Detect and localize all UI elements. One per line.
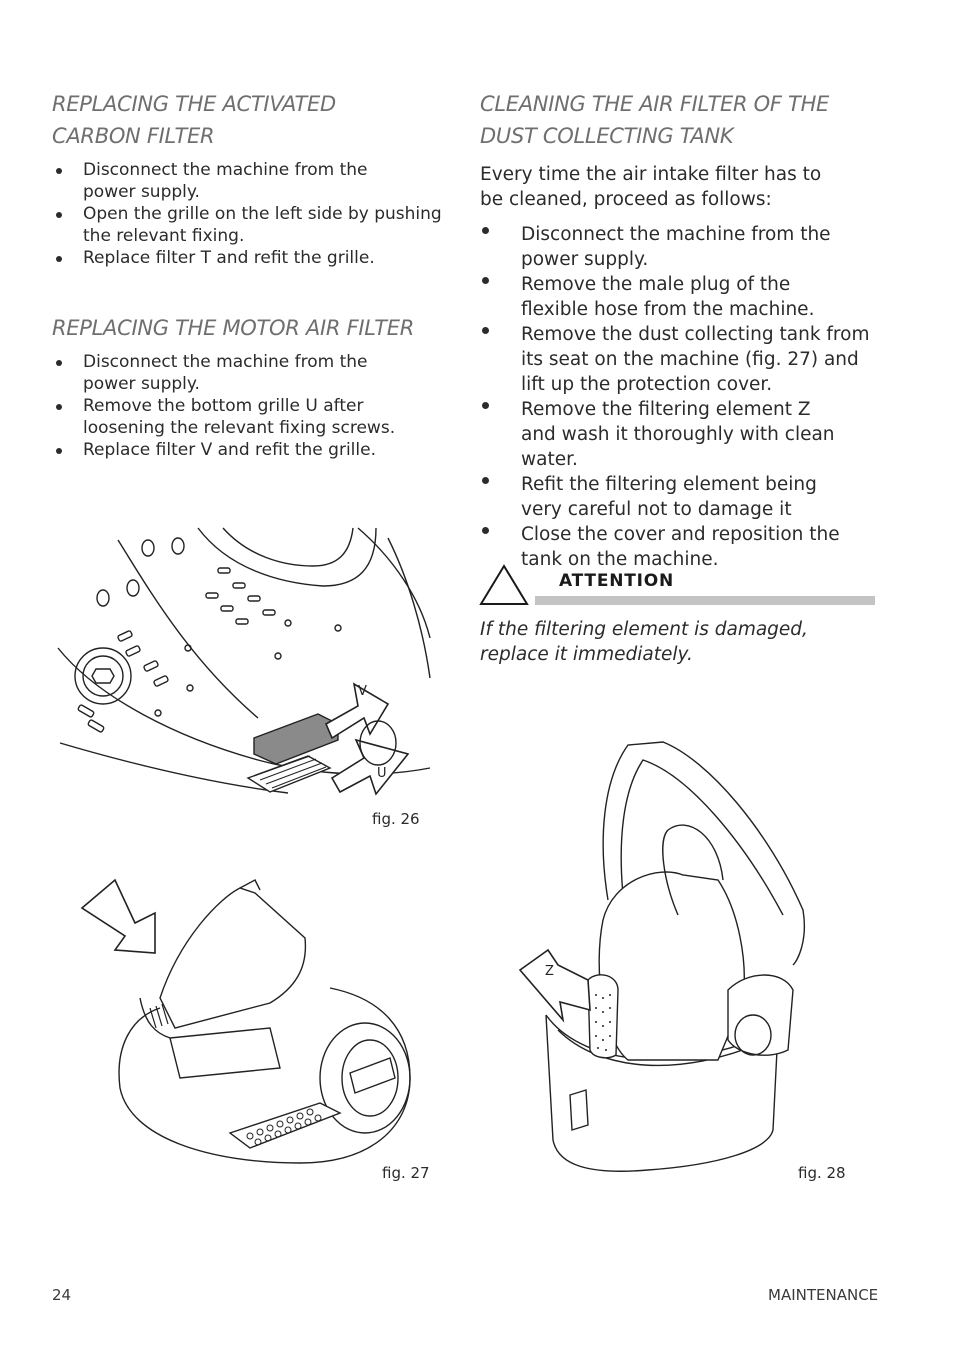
list-item: Remove the dust collecting tank from its… [480, 322, 875, 397]
list-item: Remove the filtering element Z and wash … [480, 397, 851, 472]
attention-text: If the filtering element is damaged, rep… [480, 619, 808, 665]
air-filter-heading: CLEANING THE AIR FILTER OF THE DUST COLL… [480, 88, 829, 152]
list-item: Replace filter V and refit the grille. [52, 439, 452, 461]
carbon-filter-heading-line2: CARBON FILTER [52, 124, 215, 148]
fig26-label-v: V [358, 684, 367, 699]
air-filter-heading-line2: DUST COLLECTING TANK [480, 124, 734, 148]
carbon-filter-steps: Disconnect the machine from the power su… [52, 159, 452, 269]
list-item: Disconnect the machine from the power su… [52, 351, 383, 395]
fig26-label-u: U [377, 766, 387, 781]
fig27-caption: fig. 27 [382, 1164, 430, 1182]
carbon-filter-heading-line1: REPLACING THE ACTIVATED [52, 92, 336, 116]
motor-filter-steps: Disconnect the machine from the power su… [52, 351, 452, 461]
list-item: Refit the filtering element being very c… [480, 472, 861, 522]
warning-triangle-icon [479, 564, 529, 605]
attention-bar [535, 596, 875, 605]
section-name: MAINTENANCE [768, 1286, 879, 1304]
motor-filter-heading: REPLACING THE MOTOR AIR FILTER [52, 316, 414, 340]
list-item: Remove the male plug of the flexible hos… [480, 272, 861, 322]
fig26-caption: fig. 26 [372, 810, 420, 828]
list-item: Open the grille on the left side by push… [52, 203, 452, 247]
fig28-illustration: Z [518, 741, 805, 1172]
air-filter-intro: Every time the air intake filter has to … [480, 164, 822, 210]
page-number: 24 [52, 1286, 72, 1304]
list-item: Close the cover and reposition the tank … [480, 522, 841, 572]
attention-title: ATTENTION [559, 571, 675, 591]
fig27-illustration [80, 878, 411, 1164]
fig26-illustration: V U [57, 527, 431, 796]
list-item: Disconnect the machine from the power su… [480, 222, 831, 272]
list-item: Replace filter T and refit the grille. [52, 247, 452, 269]
carbon-filter-heading: REPLACING THE ACTIVATED CARBON FILTER [52, 88, 336, 152]
list-item: Disconnect the machine from the power su… [52, 159, 383, 203]
air-filter-steps: Disconnect the machine from the power su… [480, 222, 875, 572]
air-filter-heading-line1: CLEANING THE AIR FILTER OF THE [480, 92, 830, 116]
list-item: Remove the bottom grille U after looseni… [52, 395, 423, 439]
fig28-caption: fig. 28 [798, 1164, 846, 1182]
fig28-label-z: Z [545, 964, 554, 979]
